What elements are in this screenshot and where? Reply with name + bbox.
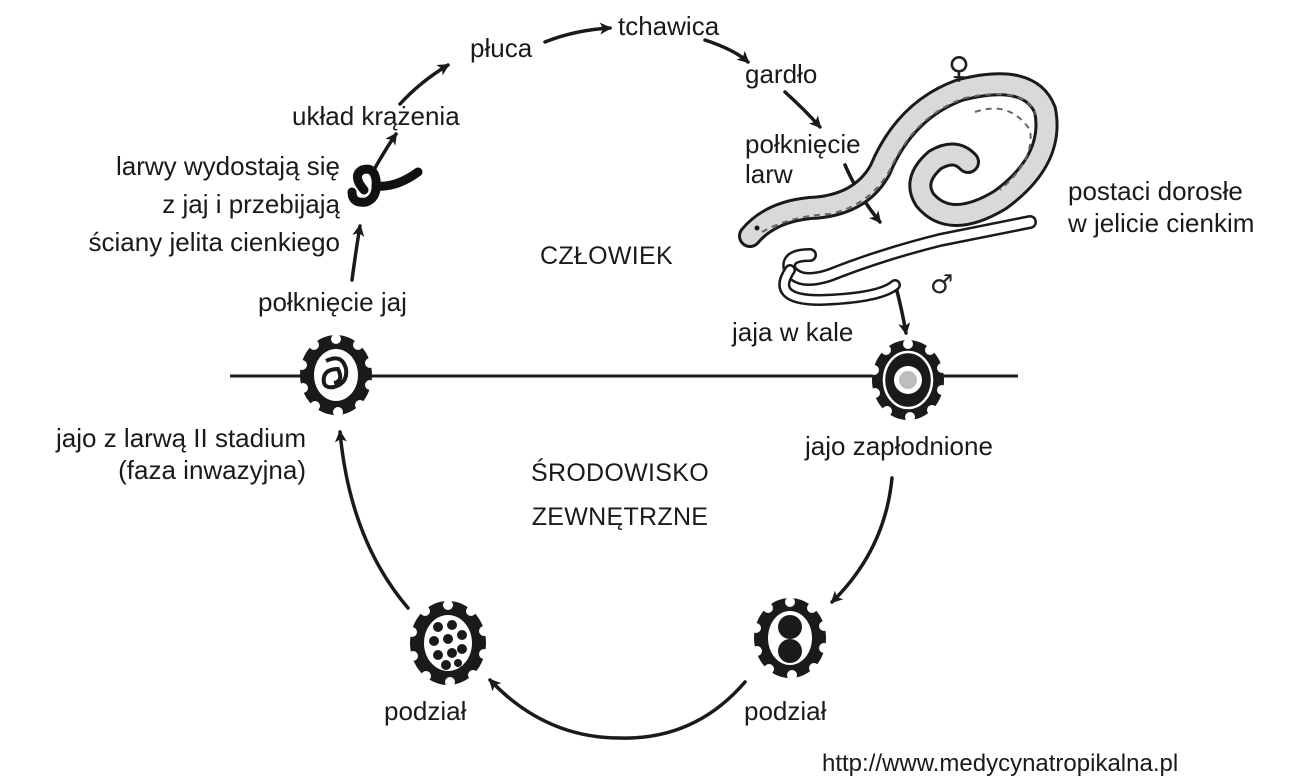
arrow-podzial-to-podzial <box>490 680 745 738</box>
label-larwy-line1: larwy wydostają się <box>40 150 340 182</box>
arrow-uklad-to-pluca <box>400 65 448 104</box>
arrow-egg-to-larvae <box>352 226 360 280</box>
zone-label-srodowisko-line2: ZEWNĘTRZNE <box>490 501 750 533</box>
label-jajo-larwa-line1: jajo z larwą II stadium <box>0 422 306 454</box>
arrow-gardlo-to-polkniecie <box>785 92 820 127</box>
arrow-podzial-to-larva-egg <box>340 432 408 608</box>
dividing-egg-multicell-icon <box>407 600 489 687</box>
label-postaci-line2: w jelicie cienkim <box>1068 207 1254 239</box>
male-symbol-icon: ♂ <box>930 270 953 300</box>
label-jaja-w-kale: jaja w kale <box>732 316 853 348</box>
female-symbol-icon: ♀ <box>948 54 970 84</box>
larva-worm-icon <box>352 169 418 202</box>
label-jajo-zaplodnione: jajo zapłodnione <box>805 430 993 462</box>
source-url: http://www.medycynatropikalna.pl <box>822 748 1178 780</box>
label-podzial-right: podział <box>744 695 826 727</box>
label-larwy-line2: z jaj i przebijają <box>40 188 340 220</box>
dividing-egg-two-cells-icon <box>751 597 829 680</box>
arrow-zaplodnione-to-podzial <box>832 478 892 602</box>
label-podzial-left: podział <box>384 695 466 727</box>
egg-with-larva-icon <box>297 334 375 417</box>
label-larwy-line3: ściany jelita cienkiego <box>20 226 340 258</box>
arrow-worm-to-jaja <box>896 287 906 333</box>
arrow-tchawica-to-gardlo <box>705 40 748 62</box>
label-uklad-krazenia: układ krążenia <box>292 100 460 132</box>
label-postaci-line1: postaci dorosłe <box>1068 175 1243 207</box>
label-tchawica: tchawica <box>618 10 719 42</box>
label-polkniecie-jaj: połknięcie jaj <box>258 286 407 318</box>
arrow-pluca-to-tchawica <box>545 28 610 42</box>
adult-worms-icon <box>750 84 1047 300</box>
label-pluca: płuca <box>470 32 532 64</box>
zone-label-czlowiek: CZŁOWIEK <box>540 240 673 272</box>
fertilized-egg-icon <box>869 339 947 422</box>
zone-label-srodowisko-line1: ŚRODOWISKO <box>490 457 750 489</box>
label-jajo-larwa-line2: (faza inwazyjna) <box>0 454 306 486</box>
label-polkniecie-larw-line1: połknięcie <box>745 128 861 160</box>
arrow-larvae-to-uklad <box>375 134 396 168</box>
label-polkniecie-larw-line2: larw <box>745 158 793 190</box>
label-gardlo: gardło <box>745 58 817 90</box>
